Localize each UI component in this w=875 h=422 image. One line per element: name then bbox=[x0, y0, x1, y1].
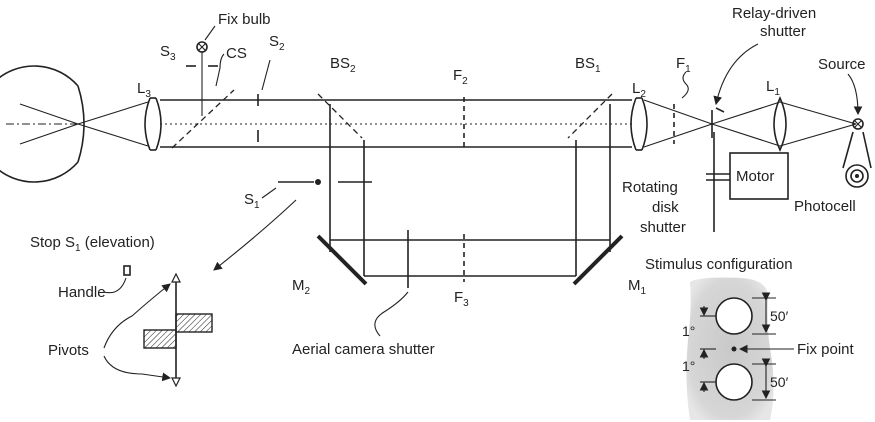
cs-leader bbox=[215, 53, 225, 87]
label-relay-shutter-1: Relay-driven bbox=[732, 5, 816, 22]
s1-leader bbox=[261, 187, 277, 199]
label-aerial-shutter: Aerial camera shutter bbox=[292, 341, 435, 358]
source-leader bbox=[847, 73, 863, 116]
label-f1: F1 bbox=[676, 55, 691, 75]
eye bbox=[0, 65, 85, 183]
combining-splitter-cs bbox=[171, 89, 235, 149]
label-fifty-top: 50′ bbox=[770, 308, 789, 324]
label-f3: F3 bbox=[454, 289, 469, 309]
main-beam bbox=[160, 99, 632, 148]
label-f2: F2 bbox=[453, 67, 468, 87]
label-bs1: BS1 bbox=[575, 55, 601, 75]
f1-leader bbox=[681, 71, 689, 99]
beam-splitter-bs1 bbox=[567, 93, 613, 139]
label-l3: L3 bbox=[137, 80, 151, 100]
beam-splitter-bs2 bbox=[317, 93, 363, 139]
label-rotating-3: shutter bbox=[640, 219, 686, 236]
relay-shutter-leader bbox=[713, 43, 759, 106]
label-s1: S1 bbox=[244, 191, 260, 211]
lower-path bbox=[329, 104, 611, 277]
beam-source-to-l1 bbox=[711, 101, 857, 147]
handle bbox=[123, 265, 131, 276]
label-relay-shutter-2: shutter bbox=[760, 23, 806, 40]
label-l1: L1 bbox=[766, 78, 780, 98]
label-photocell: Photocell bbox=[794, 198, 856, 215]
s2-leader bbox=[261, 59, 271, 91]
lens-l3 bbox=[144, 97, 162, 151]
label-cs: CS bbox=[226, 45, 247, 62]
label-s2: S2 bbox=[269, 33, 285, 53]
label-one-deg-bottom: 1° bbox=[682, 358, 695, 374]
photocell bbox=[842, 131, 872, 188]
label-source: Source bbox=[818, 56, 866, 73]
label-motor: Motor bbox=[736, 168, 774, 185]
mirror-m1 bbox=[572, 234, 624, 286]
stop-s1-elevation bbox=[143, 272, 213, 388]
rotating-disk-shutter bbox=[706, 132, 730, 232]
aerial-shutter-leader bbox=[374, 291, 409, 337]
pivot-leader-top bbox=[103, 283, 171, 349]
label-bs2: BS2 bbox=[330, 55, 356, 75]
label-s3: S3 bbox=[160, 43, 176, 63]
lens-l2 bbox=[630, 97, 648, 151]
label-one-deg-top: 1° bbox=[682, 323, 695, 339]
fix-bulb-leader bbox=[204, 25, 216, 41]
fix-bulb bbox=[196, 41, 208, 116]
eye-cone bbox=[77, 101, 149, 147]
stimulus-configuration bbox=[686, 277, 776, 420]
label-rotating-2: disk bbox=[652, 199, 679, 216]
pivot-leader-bottom bbox=[103, 355, 172, 382]
motor-box bbox=[729, 152, 789, 200]
label-handle: Handle bbox=[58, 284, 106, 301]
stop-s1 bbox=[278, 179, 372, 185]
label-m2: M2 bbox=[292, 277, 311, 297]
label-fix-bulb: Fix bulb bbox=[218, 11, 271, 28]
source-lamp bbox=[852, 118, 864, 130]
label-pivots: Pivots bbox=[48, 342, 89, 359]
label-stimulus-config: Stimulus configuration bbox=[645, 256, 793, 273]
label-l2: L2 bbox=[632, 80, 646, 100]
handle-leader bbox=[103, 277, 127, 294]
lens-l1 bbox=[773, 96, 787, 152]
label-fifty-bottom: 50′ bbox=[770, 374, 789, 390]
beam-l2-to-f1 bbox=[643, 99, 713, 148]
label-rotating-1: Rotating bbox=[622, 179, 678, 196]
label-m1: M1 bbox=[628, 277, 647, 297]
label-fix-point: Fix point bbox=[797, 341, 855, 358]
label-stop-s1: Stop S1 (elevation) bbox=[30, 234, 155, 254]
s1-elevation-link bbox=[213, 199, 297, 271]
mirror-m2 bbox=[316, 234, 368, 286]
